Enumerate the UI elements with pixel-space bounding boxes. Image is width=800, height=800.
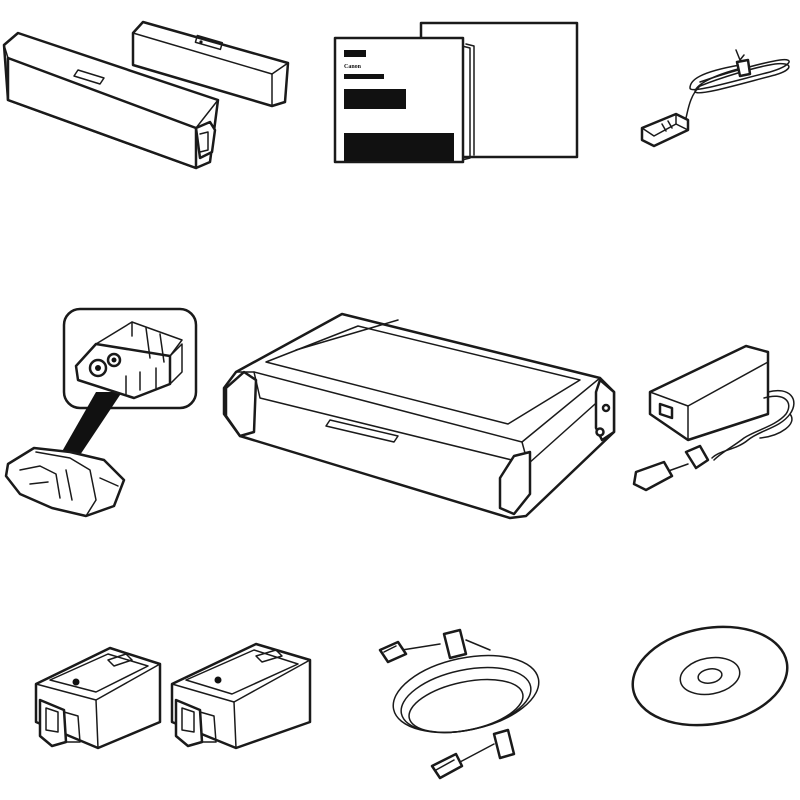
printer-icon	[222, 312, 616, 520]
manual-brand-label: Canon	[344, 64, 362, 70]
ac-adapter-icon	[632, 344, 795, 492]
ink-tank-icon	[170, 642, 312, 750]
power-cord-icon	[640, 49, 790, 148]
battery-cover-icon	[2, 20, 290, 170]
ink-tank-icon	[34, 646, 162, 750]
print-head-icon	[4, 307, 198, 518]
cd-rom-icon	[631, 625, 789, 727]
documents-icon: Canon	[333, 21, 579, 164]
usb-cable-icon	[378, 628, 540, 780]
